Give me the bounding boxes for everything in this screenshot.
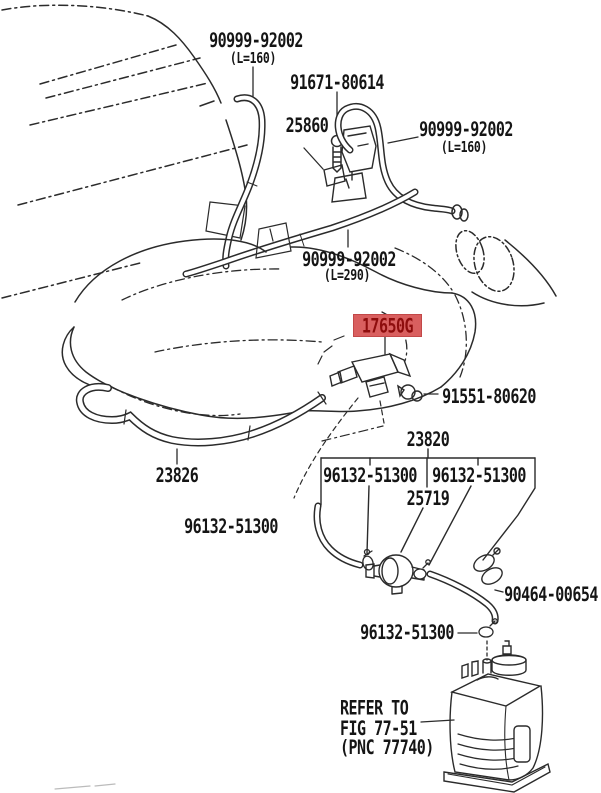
valve-25719-part bbox=[365, 554, 425, 595]
clamp-a-part bbox=[362, 548, 374, 571]
clamp-bottom-part bbox=[478, 618, 498, 638]
part-label-96132-51300-bottom[interactable]: 96132-51300 bbox=[360, 620, 454, 645]
hose-f-art bbox=[426, 570, 499, 625]
hose-right-art bbox=[334, 103, 469, 222]
part-label-23820[interactable]: 23820 bbox=[406, 427, 450, 452]
part-label-90999-92002-long[interactable]: 90999-92002 bbox=[302, 247, 396, 272]
hose-e-art bbox=[313, 502, 364, 569]
engine-outline-art bbox=[61, 222, 477, 420]
pipe-assy-bracket bbox=[320, 448, 536, 566]
part-label-length-long: (L=290) bbox=[323, 265, 371, 284]
part-label-96132-51300-b[interactable]: 96132-51300 bbox=[432, 463, 526, 488]
leader-note bbox=[420, 719, 455, 723]
part-label-25860[interactable]: 25860 bbox=[285, 113, 329, 138]
part-label-90999-92002-top[interactable]: 90999-92002 bbox=[209, 28, 303, 53]
part-label-length-top: (L=160) bbox=[229, 48, 277, 67]
part-label-91551-80620[interactable]: 91551-80620 bbox=[442, 384, 536, 409]
clamp-90464-part bbox=[473, 547, 504, 593]
part-label-17650g-highlighted[interactable]: 17650G bbox=[353, 314, 422, 337]
clamp-b-part bbox=[413, 559, 431, 580]
highlighted-part-number: 17650G bbox=[361, 313, 414, 338]
hose-23826-art bbox=[75, 383, 327, 447]
check-valve-art bbox=[396, 384, 423, 402]
leader-hose-right bbox=[387, 136, 419, 144]
hose-long-art bbox=[182, 188, 419, 278]
part-label-25719[interactable]: 25719 bbox=[406, 486, 450, 511]
part-label-23826[interactable]: 23826 bbox=[155, 463, 199, 488]
vsv-dashed-leaders bbox=[293, 397, 385, 499]
refer-note-line3: (PNC 77740) bbox=[340, 736, 434, 760]
part-label-96132-51300-left[interactable]: 96132-51300 bbox=[184, 514, 278, 539]
part-label-90999-92002-right[interactable]: 90999-92002 bbox=[419, 117, 513, 142]
refer-note: REFER TO FIG 77-51 (PNC 77740) bbox=[340, 696, 434, 760]
hose-top-art bbox=[222, 94, 266, 270]
body-panel-art bbox=[1, 4, 248, 299]
part-label-90464-00654[interactable]: 90464-00654 bbox=[504, 582, 598, 607]
dashdot-to-assy bbox=[321, 425, 384, 442]
leader-25860 bbox=[303, 147, 324, 170]
stray-marks bbox=[54, 783, 116, 790]
bracket-25860-art bbox=[323, 125, 377, 203]
canister-art bbox=[443, 640, 551, 793]
part-label-length-right: (L=160) bbox=[440, 137, 488, 156]
part-label-91671-80614[interactable]: 91671-80614 bbox=[290, 70, 384, 95]
refer-note-line1: REFER TO bbox=[340, 696, 409, 720]
part-label-96132-51300-a[interactable]: 96132-51300 bbox=[323, 463, 417, 488]
inlet-bell-art bbox=[455, 229, 557, 307]
vsv-part-art bbox=[317, 335, 412, 398]
refer-note-line2: FIG 77-51 bbox=[340, 716, 417, 740]
